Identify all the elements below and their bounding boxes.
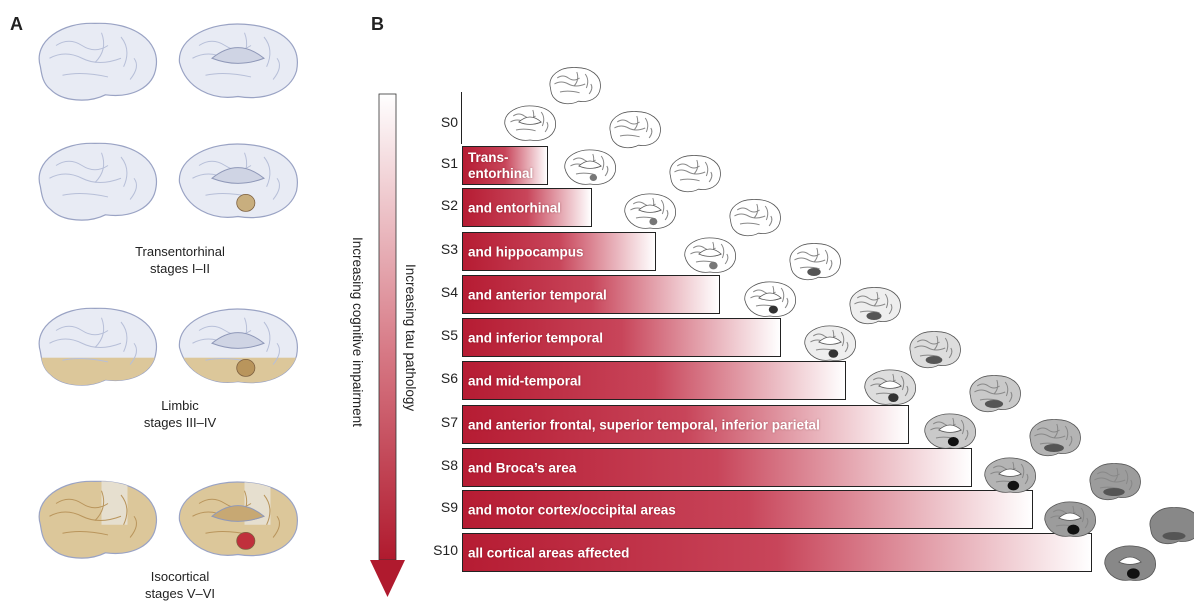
mini-brain-s0-medial	[504, 105, 556, 141]
mini-brain-s3-medial	[684, 237, 736, 273]
stage-text-s2: and entorhinal	[468, 200, 562, 215]
caption-transentorhinal-stages: stages I–II	[150, 261, 210, 276]
mini-brain-s8-medial	[984, 457, 1036, 493]
stage-bar-s5: and inferior temporal	[462, 318, 781, 357]
brain-lateral-3	[38, 307, 157, 386]
stage-text-s8: and Broca’s area	[468, 460, 577, 475]
brain-medial-1	[178, 23, 298, 99]
mini-brain-s4-medial	[744, 281, 796, 317]
stage-label-s3: S3	[440, 241, 458, 257]
mini-brain-s5-lateral	[849, 287, 901, 325]
stage-text-s1: Trans- entorhinal	[468, 149, 534, 181]
mini-brain-s0-lateral	[549, 67, 601, 105]
stage-text-s5: and inferior temporal	[468, 330, 604, 345]
caption-limbic-stages: stages III–IV	[143, 415, 217, 430]
stage-label-s7: S7	[440, 414, 458, 430]
stage-text-s3: and hippocampus	[468, 244, 584, 259]
brain-medial-2	[178, 143, 298, 219]
panel-a-label: A	[10, 14, 23, 34]
caption-isocortical-title: Isocortical	[150, 569, 210, 584]
stage-label-s5: S5	[440, 327, 458, 343]
stage-label-s0: S0	[440, 114, 458, 130]
stage-label-s6: S6	[440, 370, 458, 386]
mini-brain-s4-lateral	[789, 243, 841, 281]
mini-brain-s5-medial	[804, 325, 856, 361]
stage-bar-s3: and hippocampus	[462, 232, 656, 271]
caption-limbic-title: Limbic	[161, 398, 199, 413]
mini-brain-s9-lateral	[1089, 463, 1141, 501]
stage-text-s9: and motor cortex/occipital areas	[468, 502, 676, 517]
caption-limbic: Limbic stages III–IV	[60, 397, 300, 431]
brain-lateral-2	[38, 142, 157, 221]
mini-brain-s8-lateral	[1029, 419, 1081, 457]
panel-b-label: B	[371, 14, 384, 34]
stage-bar-s1: Trans- entorhinal	[462, 146, 548, 185]
stage-label-s2: S2	[440, 197, 458, 213]
mini-brain-s10-medial	[1104, 545, 1156, 581]
stage-label-s8: S8	[440, 457, 458, 473]
mini-brain-s3-lateral	[729, 199, 781, 237]
stage-bar-s7: and anterior frontal, superior temporal,…	[462, 405, 909, 444]
stage-bar-s9: and motor cortex/occipital areas	[462, 490, 1033, 529]
progression-arrow	[370, 93, 405, 597]
mini-brain-s7-lateral	[969, 375, 1021, 413]
stage-axis-line	[461, 92, 462, 144]
stage-bar-s6: and mid-temporal	[462, 361, 846, 400]
caption-isocortical: Isocortical stages V–VI	[60, 568, 300, 602]
mini-brain-s2-lateral	[669, 155, 721, 193]
stage-label-s4: S4	[440, 284, 458, 300]
caption-isocortical-stages: stages V–VI	[144, 586, 216, 601]
stage-text-s4: and anterior temporal	[468, 287, 607, 302]
brain-lateral-1	[38, 22, 157, 101]
caption-transentorhinal-title: Transentorhinal	[135, 244, 225, 259]
stage-label-s10: S10	[433, 542, 458, 558]
caption-transentorhinal: Transentorhinal stages I–II	[60, 243, 300, 277]
axis-tau-pathology: Increasing tau pathology	[403, 264, 418, 412]
mini-brain-s6-medial	[864, 369, 916, 405]
brain-medial-4	[178, 481, 298, 557]
brain-lateral-4	[38, 480, 157, 559]
mini-brain-s7-medial	[924, 413, 976, 449]
stage-bar-s10: all cortical areas affected	[462, 533, 1092, 572]
brain-medial-3	[178, 308, 298, 384]
stage-text-s7: and anterior frontal, superior temporal,…	[468, 417, 820, 432]
axis-cognitive-impairment: Increasing cognitive impairment	[350, 237, 365, 427]
mini-brain-s1-lateral	[609, 111, 661, 149]
mini-brain-s6-lateral	[909, 331, 961, 369]
mini-brain-s1-medial	[564, 149, 616, 185]
mini-brain-s9-medial	[1044, 501, 1096, 537]
stage-label-s9: S9	[440, 499, 458, 515]
stage-text-s6: and mid-temporal	[468, 373, 582, 388]
mini-brain-s2-medial	[624, 193, 676, 229]
stage-text-s10: all cortical areas affected	[468, 545, 630, 560]
stage-bar-s8: and Broca’s area	[462, 448, 972, 487]
stage-bar-s2: and entorhinal	[462, 188, 592, 227]
stage-bar-s4: and anterior temporal	[462, 275, 720, 314]
mini-brain-s10-lateral	[1149, 507, 1194, 545]
stage-label-s1: S1	[440, 155, 458, 171]
